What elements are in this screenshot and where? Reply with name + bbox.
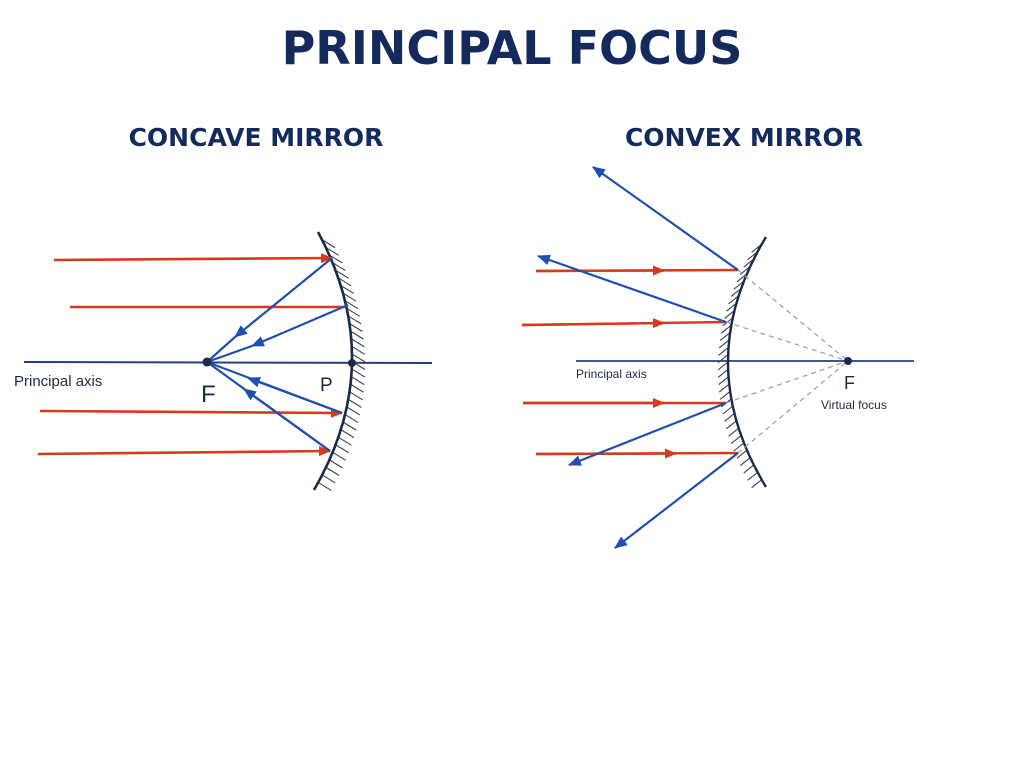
hatch-mark — [719, 390, 731, 400]
hatch-mark — [747, 471, 758, 481]
hatch-mark — [342, 421, 357, 431]
convex-incident-ray-2-arrow — [521, 318, 665, 329]
hatch-mark — [325, 466, 340, 476]
hatch-mark — [751, 479, 763, 489]
hatch-mark — [329, 459, 343, 469]
concave-incident-ray-4 — [37, 446, 331, 457]
hatch-mark — [344, 414, 359, 424]
hatch-mark — [346, 307, 361, 317]
concave-pole-point — [348, 359, 356, 367]
concave-reflected-ray-1b — [206, 336, 236, 363]
concave-pole-label: P — [320, 375, 333, 396]
hatch-mark — [340, 284, 355, 294]
convex-dashed-extension-3 — [725, 360, 849, 404]
hatch-mark — [344, 300, 359, 310]
hatch-mark — [719, 332, 731, 342]
page-title: PRINCIPAL FOCUS — [282, 21, 743, 75]
hatch-mark — [348, 398, 362, 408]
convex-dashed-extension-2 — [725, 321, 849, 362]
hatch-mark — [350, 376, 365, 386]
convex-incident-ray-1-arrow — [535, 265, 665, 276]
hatch-mark — [730, 435, 742, 444]
convex-reflected-ray-3 — [567, 401, 727, 467]
concave-incident-ray-1 — [53, 253, 333, 264]
hatch-mark — [724, 413, 735, 422]
concave-mirror-hatching — [317, 239, 366, 491]
concave-focus-point — [202, 357, 212, 367]
hatch-mark — [332, 262, 346, 272]
hatch-mark — [338, 436, 352, 446]
hatch-mark — [321, 239, 336, 249]
convex-mirror-surface — [726, 236, 768, 488]
concave-heading: CONCAVE MIRROR — [129, 123, 384, 152]
concave-reflected-ray-3-arrow — [246, 376, 343, 415]
hatch-mark — [726, 302, 737, 312]
hatch-mark — [717, 354, 729, 364]
hatch-mark — [335, 444, 349, 454]
concave-reflected-ray-2 — [251, 303, 349, 348]
convex-dashed-extension-4 — [737, 360, 849, 454]
hatch-mark — [724, 310, 735, 319]
hatch-mark — [717, 368, 729, 378]
convex-focus-label: F — [844, 373, 855, 393]
convex-diagram: CONVEX MIRROR Principal axis — [521, 123, 914, 549]
convex-reflected-ray-4 — [614, 452, 739, 549]
hatch-mark — [743, 464, 755, 474]
hatch-mark — [332, 451, 346, 461]
hatch-mark — [717, 361, 729, 371]
hatch-mark — [346, 406, 361, 416]
hatch-mark — [347, 315, 362, 325]
hatch-mark — [340, 429, 355, 439]
hatch-mark — [718, 339, 730, 349]
concave-principal-axis — [23, 361, 433, 364]
hatch-mark — [325, 246, 340, 256]
hatch-mark — [350, 330, 364, 340]
hatch-mark — [726, 420, 737, 430]
hatch-mark — [718, 383, 730, 393]
hatch-mark — [350, 338, 365, 348]
hatch-mark — [351, 345, 366, 355]
hatch-mark — [351, 353, 366, 363]
concave-focus-label: F — [201, 381, 216, 408]
hatch-mark — [321, 474, 336, 484]
convex-reflected-ray-2 — [536, 254, 727, 324]
concave-reflected-ray-1 — [234, 257, 333, 338]
convex-dashed-extension-1 — [737, 269, 849, 362]
convex-virtual-focus-label: Virtual focus — [821, 398, 887, 412]
hatch-mark — [733, 442, 745, 452]
hatch-mark — [718, 346, 729, 356]
convex-axis-label: Principal axis — [576, 367, 647, 381]
hatch-mark — [349, 391, 363, 401]
hatch-mark — [335, 269, 349, 279]
hatch-mark — [718, 376, 729, 386]
hatch-mark — [317, 482, 332, 491]
hatch-mark — [350, 383, 364, 393]
convex-incident-ray-4-arrow — [535, 448, 677, 459]
concave-axis-label: Principal axis — [14, 373, 102, 390]
convex-reflected-ray-1 — [592, 166, 739, 271]
hatch-mark — [349, 323, 363, 332]
hatch-mark — [342, 292, 357, 302]
convex-mirror-hatching — [717, 243, 763, 489]
hatch-mark — [337, 277, 352, 287]
hatch-mark — [722, 405, 734, 415]
concave-reflected-ray-4-arrow — [243, 388, 331, 452]
concave-reflected-ray-2b — [206, 344, 253, 364]
hatch-mark — [728, 427, 739, 437]
convex-heading: CONVEX MIRROR — [625, 123, 863, 152]
convex-virtual-focus-point — [844, 357, 852, 365]
hatch-mark — [736, 449, 748, 459]
concave-diagram: CONCAVE MIRROR Principal axis — [14, 123, 433, 491]
hatch-mark — [351, 368, 366, 378]
concave-incident-ray-3 — [39, 407, 343, 418]
hatch-mark — [739, 457, 751, 467]
hatch-mark — [720, 324, 732, 334]
